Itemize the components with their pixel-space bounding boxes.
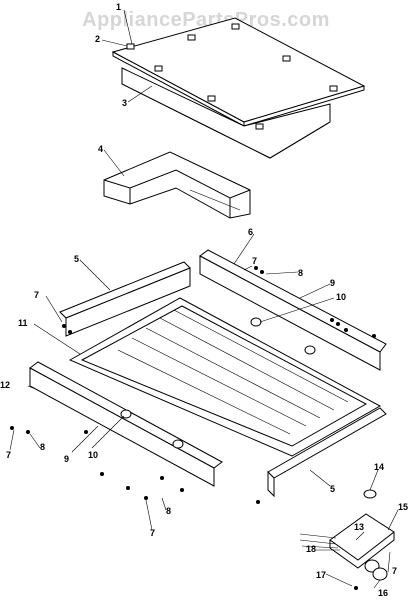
panel-clips — [126, 23, 338, 130]
bracket-assembly[interactable] — [299, 489, 395, 590]
callout-1: 1 — [116, 2, 121, 12]
callout-10-lower: 10 — [88, 450, 98, 460]
watermark: AppliancePartsPros.com — [82, 9, 330, 31]
callout-12: 12 — [0, 380, 10, 390]
callout-10-upper: 10 — [336, 292, 346, 302]
callout-6: 6 — [248, 227, 253, 237]
callout-5-lower: 5 — [330, 484, 335, 494]
callout-14: 14 — [374, 462, 384, 472]
callout-9-lower: 9 — [64, 454, 69, 464]
callout-7-bracket: 7 — [392, 566, 397, 576]
callout-5-upper: 5 — [74, 254, 79, 264]
callout-13: 13 — [354, 522, 364, 532]
callout-18: 18 — [306, 544, 316, 554]
callout-8-left: 8 — [40, 442, 45, 452]
callout-15: 15 — [398, 502, 408, 512]
callout-4: 4 — [98, 144, 103, 154]
leader-lines — [9, 9, 399, 589]
callout-16: 16 — [378, 588, 388, 598]
callout-7-left: 7 — [34, 290, 39, 300]
lower-right-rail[interactable] — [267, 407, 387, 498]
l-foam-block[interactable] — [103, 151, 251, 219]
callout-7-bottom: 7 — [150, 528, 155, 538]
left-rail[interactable] — [59, 261, 191, 337]
callout-17: 17 — [316, 570, 326, 580]
callout-8-upper: 8 — [298, 268, 303, 278]
base-tray[interactable] — [68, 297, 382, 457]
mounting-rings — [120, 317, 316, 449]
panel-pad[interactable] — [121, 67, 331, 159]
top-panel[interactable] — [111, 17, 366, 127]
right-rail[interactable] — [199, 249, 387, 371]
callout-9-upper: 9 — [330, 278, 335, 288]
callout-2: 2 — [95, 34, 100, 44]
callout-7-upper-right: 7 — [252, 256, 257, 266]
callout-7-lower-left: 7 — [6, 450, 11, 460]
screw-set — [10, 266, 376, 504]
callout-8-bottom: 8 — [166, 506, 171, 516]
callout-3: 3 — [122, 98, 127, 108]
callout-11: 11 — [18, 318, 28, 328]
